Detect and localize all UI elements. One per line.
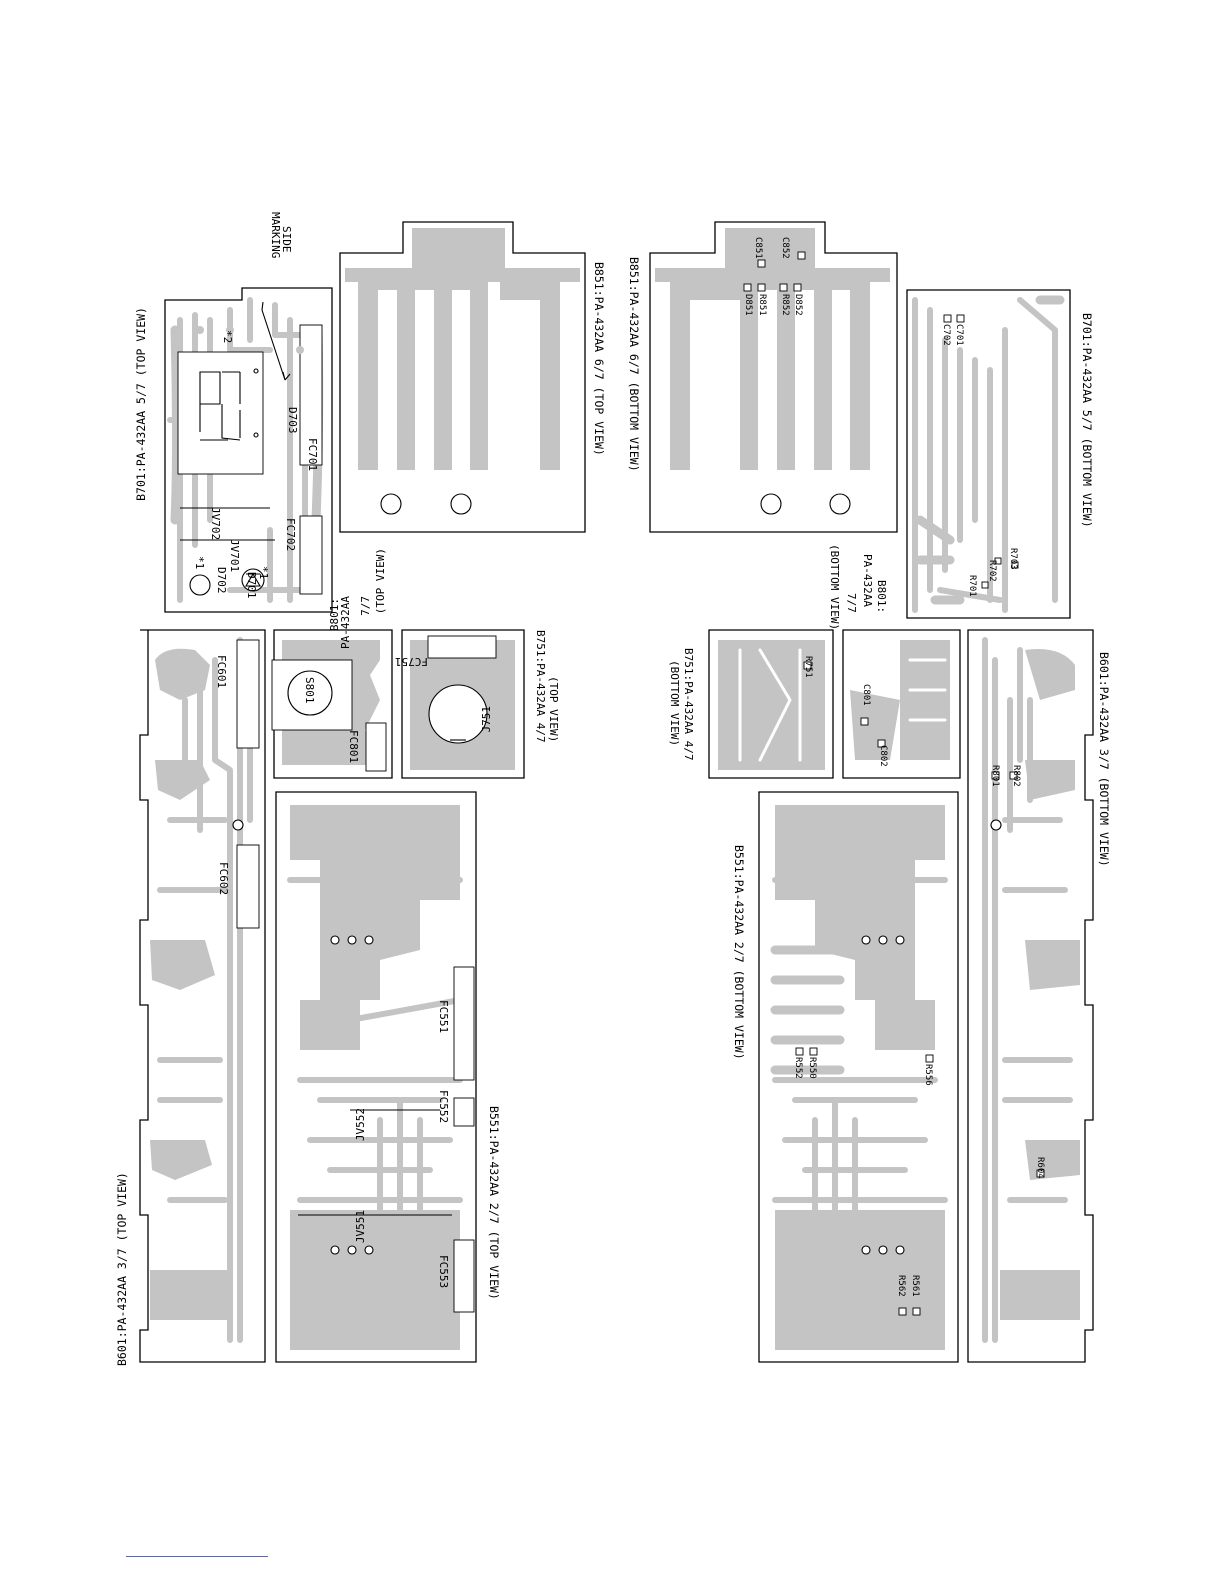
board-b801-bottom [842, 629, 961, 779]
r556-label: R556 [923, 1064, 933, 1086]
jv552-label: JV552 [354, 1108, 367, 1141]
d852-label: D852 [793, 294, 803, 316]
board-b801-top [271, 629, 393, 779]
fc551-label: FC551 [437, 1000, 450, 1033]
b701-bottom-title: B701:PA-432AA 5/7 (BOTTOM VIEW) [1080, 313, 1094, 528]
marking-side-line1: MARKING [269, 212, 282, 258]
r751-label: R751 [803, 656, 813, 678]
fc701-label: FC701 [306, 438, 319, 471]
board-b601-top [139, 629, 266, 1363]
d702-label: D702 [215, 567, 228, 594]
c701-label: C701 [954, 324, 964, 346]
board-b551-top [275, 791, 477, 1363]
b801-top-title-2: PA-432AA [339, 596, 352, 649]
r561-label: R561 [910, 1275, 920, 1297]
r552-label: R552 [793, 1057, 803, 1079]
b801-top-title-1: B801: [328, 598, 341, 631]
r802-label: R802 [1011, 765, 1021, 787]
jv551-label: JV551 [354, 1210, 367, 1243]
r801-label: R801 [990, 765, 1000, 787]
b751-top-title-2: (TOP VIEW) [547, 676, 560, 742]
b551-top-title: B551:PA-432AA 2/7 (TOP VIEW) [487, 1106, 501, 1300]
board-b701-bottom [906, 289, 1071, 619]
fc552-label: FC552 [437, 1090, 450, 1123]
labels-left: B701:PA-432AA 5/7 (TOP VIEW) MARKING SID… [115, 212, 606, 1366]
r550-label: R550 [807, 1057, 817, 1079]
r703-label: R703 [1008, 548, 1018, 570]
fc601-label: FC601 [215, 655, 228, 688]
star1-left-label: *1 [193, 556, 206, 569]
star1-right-label: *1 [257, 566, 270, 579]
jv702-label: JV702 [209, 507, 222, 540]
board-b751-bottom [708, 629, 834, 779]
fc751-label: FC751 [395, 655, 428, 668]
b701-top-title: B701:PA-432AA 5/7 (TOP VIEW) [134, 307, 148, 501]
marking-side-line2: SIDE [280, 226, 293, 253]
board-b701-top [164, 287, 333, 613]
c801-label: C801 [861, 684, 871, 706]
d701-label: D701 [245, 572, 258, 599]
c702-label: C702 [941, 324, 951, 346]
footer-rule [126, 1556, 268, 1557]
board-b601-bottom [967, 629, 1094, 1363]
board-b851-top [339, 221, 586, 533]
r562-label: R562 [896, 1275, 906, 1297]
b801-bottom-title-4: (BOTTOM VIEW) [828, 544, 841, 630]
b601-top-title: B601:PA-432AA 3/7 (TOP VIEW) [115, 1172, 129, 1366]
b551-bottom-title: B551:PA-432AA 2/7 (BOTTOM VIEW) [732, 845, 746, 1060]
b751-bottom-title-2: (BOTTOM VIEW) [668, 660, 681, 746]
board-b851-bottom [649, 221, 898, 533]
labels-right: B851:PA-432AA 6/7 (BOTTOM VIEW) C852 D85… [627, 237, 1111, 1297]
fc702-label: FC702 [284, 518, 297, 551]
b601-bottom-title: B601:PA-432AA 3/7 (BOTTOM VIEW) [1097, 652, 1111, 867]
b801-bottom-title-1: B801: [875, 580, 888, 613]
c852-label: C852 [780, 237, 790, 259]
r702-label: R702 [987, 560, 997, 582]
b751-top-title-1: B751:PA-432AA 4/7 [534, 630, 547, 743]
d703-label: D703 [286, 407, 299, 434]
b801-top-title-3: 7/7 [359, 596, 372, 616]
b801-bottom-title-3: 7/7 [845, 593, 858, 613]
fc553-label: FC553 [437, 1255, 450, 1288]
fc801-label: FC801 [347, 730, 360, 763]
star2-label: *2 [221, 330, 234, 343]
b851-top-title: B851:PA-432AA 6/7 (TOP VIEW) [592, 262, 606, 456]
b801-bottom-title-2: PA-432AA [861, 554, 874, 607]
board-b751-top [401, 629, 525, 779]
d851-label: D851 [743, 294, 753, 316]
r701-label: R701 [967, 575, 977, 597]
c851-label: C851 [753, 237, 763, 259]
r851-label: R851 [757, 294, 767, 316]
fc602-label: FC602 [217, 862, 230, 895]
r604-label: R604 [1035, 1157, 1045, 1179]
board-b551-bottom [758, 791, 959, 1363]
c802-label: C802 [878, 745, 888, 767]
s801-label: S801 [303, 677, 316, 704]
b801-top-title-4: (TOP VIEW) [374, 548, 387, 614]
b851-bottom-title: B851:PA-432AA 6/7 (BOTTOM VIEW) [627, 257, 641, 472]
j751-label: J751 [480, 706, 493, 733]
jv701-label: JV701 [228, 539, 241, 572]
r852-label: R852 [780, 294, 790, 316]
b751-bottom-title-1: B751:PA-432AA 4/7 [682, 648, 695, 761]
